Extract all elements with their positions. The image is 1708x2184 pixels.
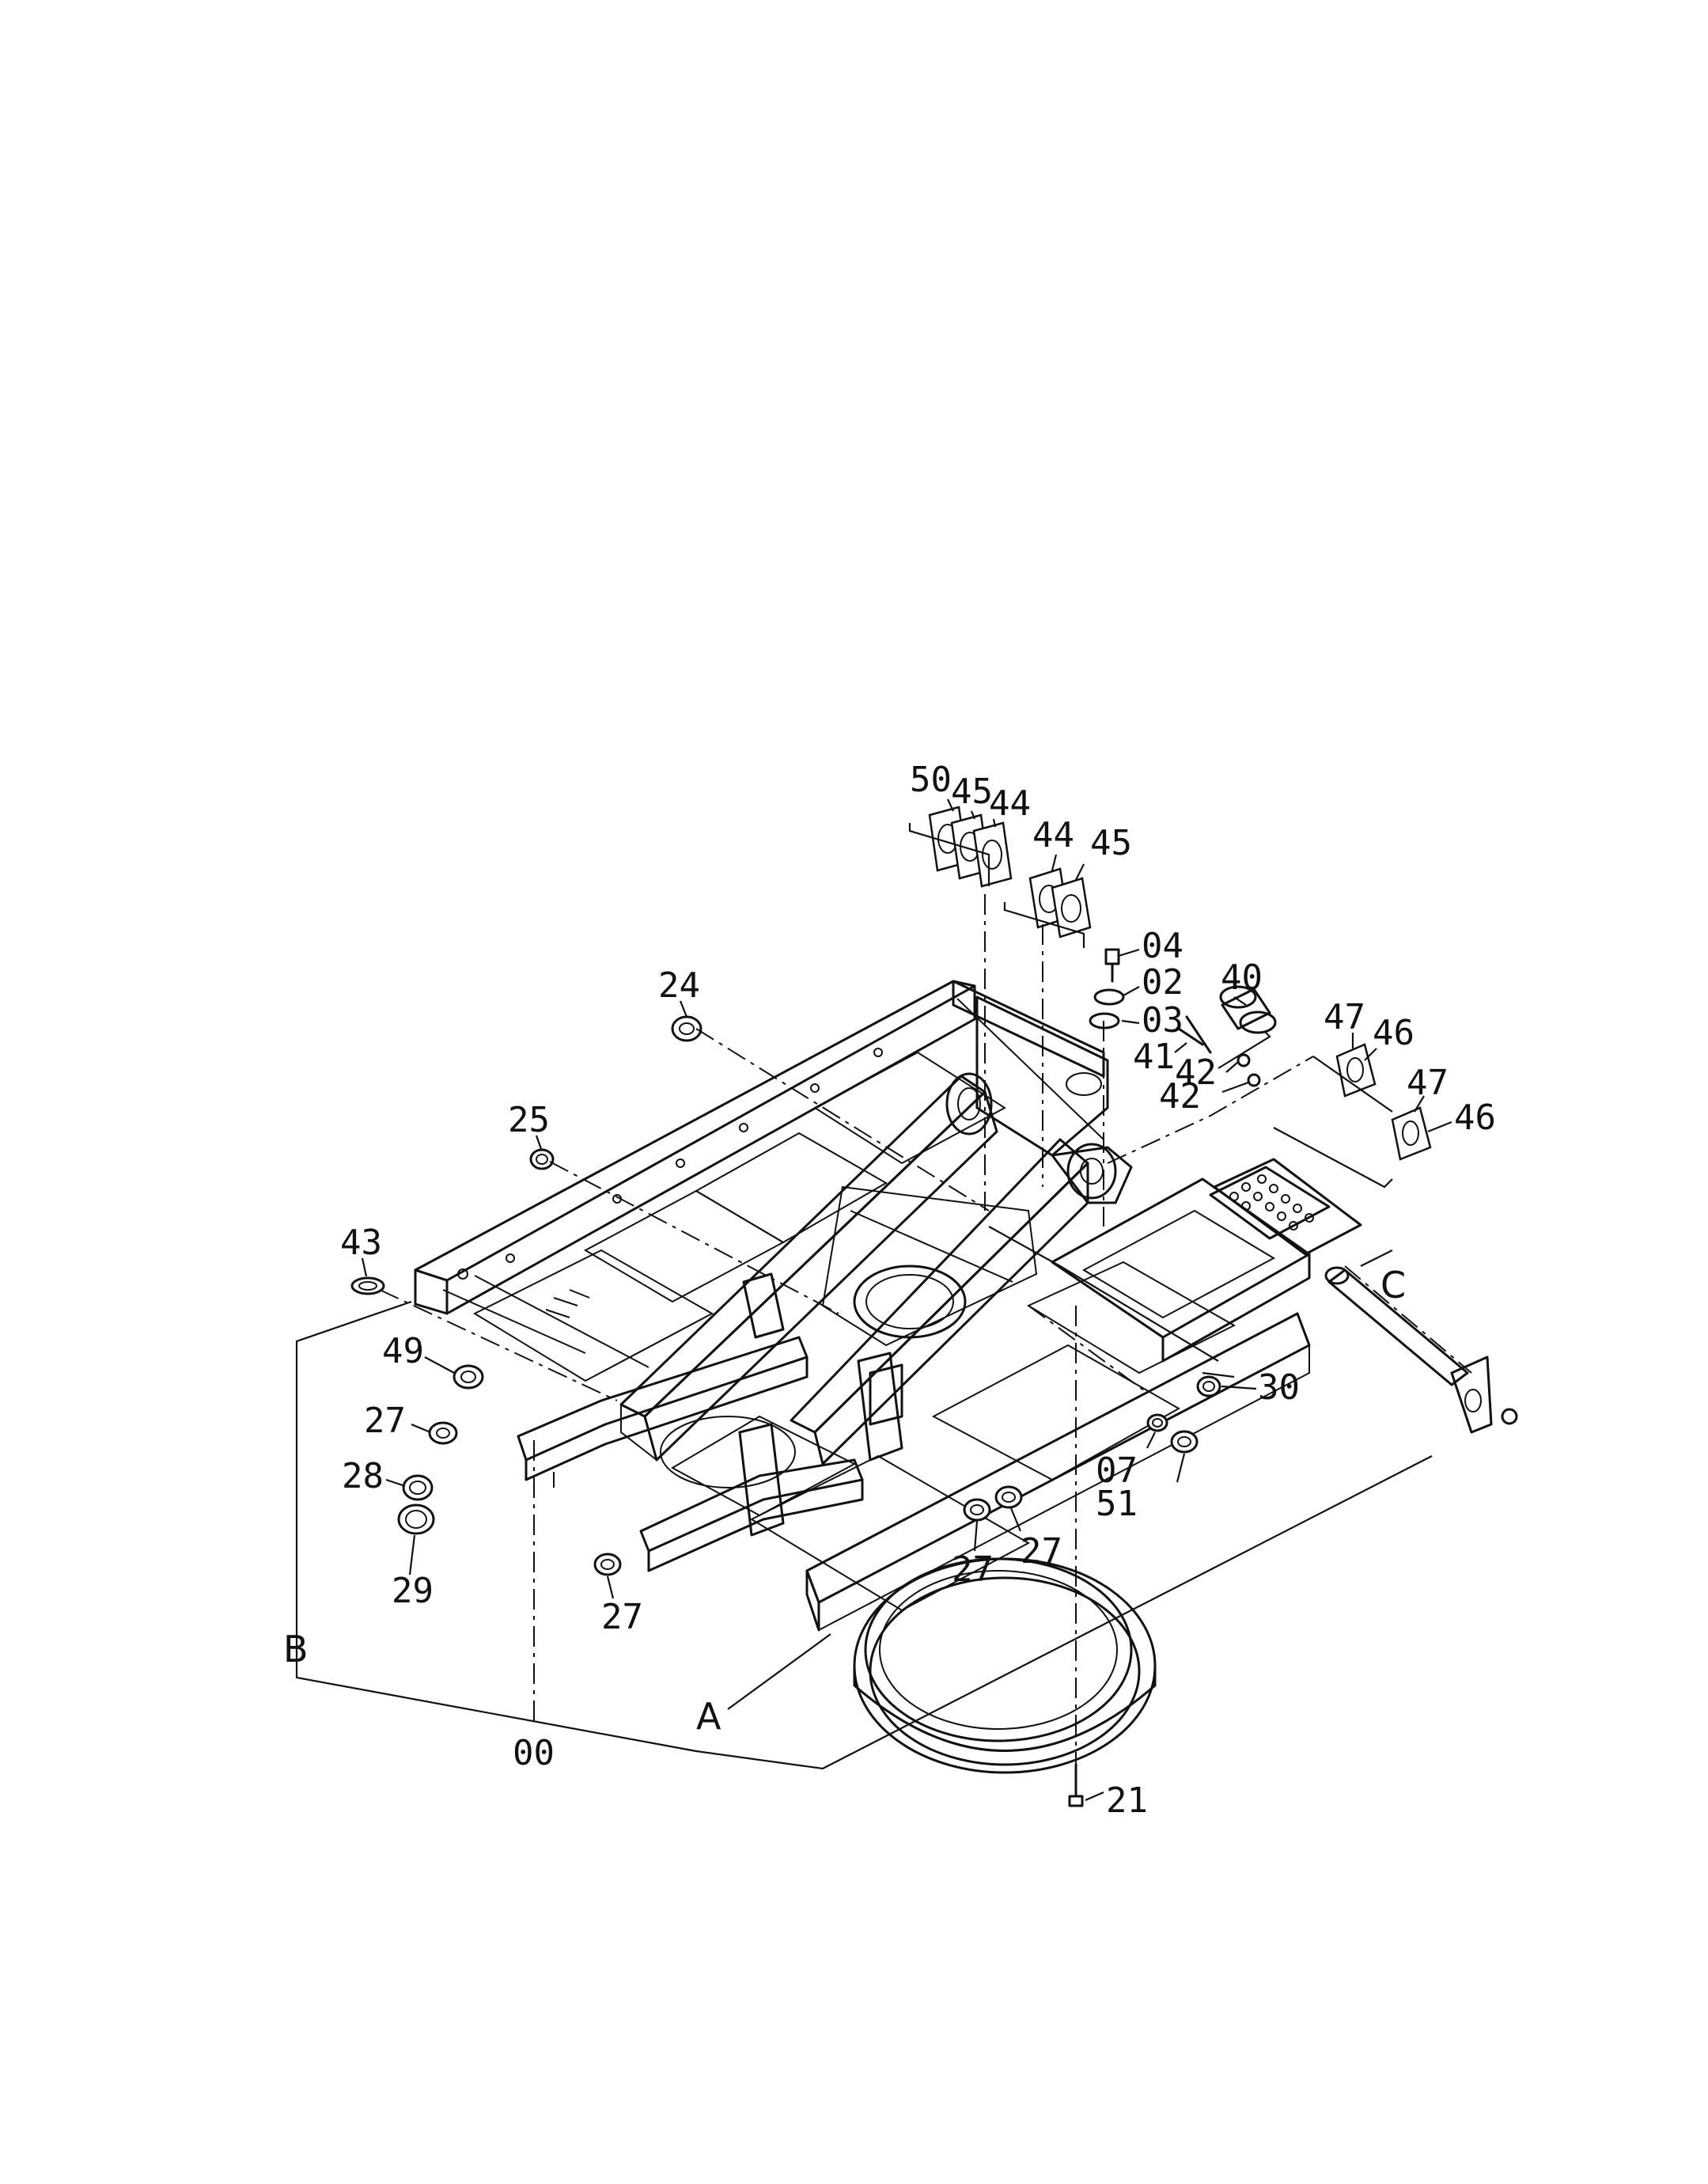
group-label-b: B <box>283 1628 309 1670</box>
group-label-c: C <box>1380 1264 1406 1306</box>
main-frame <box>414 980 1362 1632</box>
callout-24: 24 <box>658 965 700 1006</box>
pin-assembly <box>1089 948 1277 1087</box>
shim-set-right <box>1028 867 1092 938</box>
callout-40: 40 <box>1221 957 1263 998</box>
swing-bolt <box>1068 1763 1084 1807</box>
callout-29: 29 <box>392 1571 434 1611</box>
callout-47: 47 <box>1324 997 1365 1037</box>
callout-51: 51 <box>1096 1484 1138 1524</box>
grommets <box>350 1015 1221 1576</box>
swing-bearing <box>853 1557 1157 1774</box>
callout-07: 07 <box>1096 1450 1138 1491</box>
spacer-plates <box>1335 1043 1432 1161</box>
group-lines <box>295 823 1433 1770</box>
callout-25: 25 <box>508 1100 550 1140</box>
callout-41: 41 <box>1133 1037 1175 1077</box>
leaders <box>361 798 1452 1802</box>
step-plate <box>1209 1166 1331 1240</box>
callout-44: 44 <box>1032 815 1074 855</box>
callout-27: 27 <box>601 1597 643 1637</box>
callout-00: 00 <box>513 1733 555 1773</box>
callout-27: 27 <box>952 1549 994 1590</box>
assembly-lines <box>379 894 1472 1765</box>
callout-27: 27 <box>1021 1531 1062 1572</box>
shim-set-left <box>928 806 1013 888</box>
callout-45: 45 <box>1090 823 1132 863</box>
callout-42: 42 <box>1175 1052 1217 1093</box>
callout-02: 02 <box>1142 962 1183 1003</box>
callout-21: 21 <box>1106 1780 1148 1821</box>
callout-27: 27 <box>364 1401 406 1441</box>
callout-44: 44 <box>989 783 1031 824</box>
group-label-a: A <box>696 1695 721 1738</box>
side-pin <box>1324 1266 1518 1434</box>
callout-30: 30 <box>1258 1367 1300 1408</box>
callout-45: 45 <box>951 772 993 812</box>
callout-49: 49 <box>382 1331 424 1371</box>
callout-42: 42 <box>1159 1076 1201 1117</box>
callout-46: 46 <box>1454 1098 1496 1138</box>
callout-28: 28 <box>342 1456 384 1496</box>
callout-labels: 50 45 44 44 45 04 02 40 03 41 42 42 47 4… <box>283 760 1496 1821</box>
callout-50: 50 <box>910 760 952 800</box>
callout-47: 47 <box>1407 1063 1449 1103</box>
callout-43: 43 <box>340 1223 382 1263</box>
callout-03: 03 <box>1142 1000 1183 1041</box>
callout-04: 04 <box>1142 926 1183 966</box>
callout-46: 46 <box>1373 1013 1414 1053</box>
